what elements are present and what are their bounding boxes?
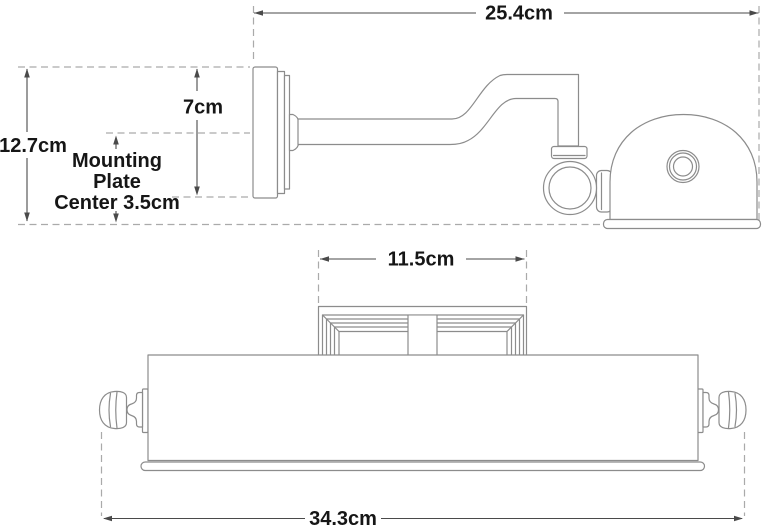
- arrow-right-icon: [734, 515, 743, 522]
- mounting-note-line-2: Plate: [93, 171, 141, 193]
- finial-detail-line: [115, 391, 118, 429]
- arm-hub: [288, 113, 300, 152]
- wall-backplate: [252, 66, 279, 199]
- dim-backplate-width: 11.5cm: [320, 249, 525, 271]
- shade-bottom-trim: [140, 461, 706, 472]
- finial-left: [98, 388, 149, 434]
- mounting-plate-center-note: Mounting Plate Center 3.5cm: [54, 135, 180, 223]
- side-view: 25.4cm 12.7cm 7cm Mounting Plate Cente: [0, 3, 762, 230]
- arrow-up-icon: [24, 68, 30, 78]
- mounting-arm: [297, 73, 580, 147]
- finial-neck: [126, 391, 144, 428]
- fixture-side-profile: [252, 66, 762, 230]
- backplate-step-outer: [276, 70, 286, 195]
- dim-label-backplate-width: 11.5cm: [388, 249, 455, 271]
- dome-knob-inner: [672, 156, 694, 177]
- front-view: 11.5cm 34.3cm: [98, 249, 747, 530]
- arrow-down-icon: [113, 213, 119, 223]
- arrow-down-icon: [24, 212, 30, 222]
- mounting-note-line-3: Center 3.5cm: [54, 192, 180, 214]
- dim-backplate-height: 7cm: [183, 68, 223, 196]
- molding-miter-left: [321, 314, 340, 333]
- arrow-right-icon: [749, 10, 759, 16]
- molding-miter-right: [506, 314, 525, 333]
- dome-knob-mid: [668, 152, 698, 181]
- arrow-left-icon: [320, 256, 329, 262]
- shade-front: [147, 354, 699, 462]
- dome-knob-outer: [666, 149, 700, 184]
- finial-knob: [98, 390, 128, 430]
- shade-base-rim: [602, 218, 762, 230]
- backplate-molding-1: [321, 314, 525, 359]
- stem-fill: [408, 315, 437, 358]
- swivel-ring-inner: [548, 166, 592, 210]
- dim-overall-width: 34.3cm: [103, 508, 743, 530]
- swivel-ring-outer: [542, 160, 598, 216]
- backplate-step-inner: [283, 74, 291, 190]
- dim-label-overall-depth: 25.4cm: [485, 3, 553, 25]
- dim-label-backplate-height: 7cm: [183, 97, 223, 119]
- finial-flange: [141, 388, 149, 434]
- fixture-front-profile: [98, 305, 747, 472]
- arrow-up-icon: [113, 135, 119, 145]
- arrow-left-icon: [103, 515, 112, 522]
- finial-detail-line: [108, 392, 112, 428]
- dim-overall-height: 12.7cm: [0, 68, 67, 222]
- arrow-up-icon: [194, 68, 200, 78]
- arrow-left-icon: [254, 10, 263, 16]
- mounting-note-line-1: Mounting: [72, 150, 162, 172]
- finial-right: [696, 388, 747, 434]
- dim-label-overall-width: 34.3cm: [309, 508, 377, 530]
- arrow-down-icon: [194, 186, 200, 196]
- swivel-collar: [550, 145, 588, 160]
- arrow-right-icon: [515, 256, 525, 262]
- dim-overall-depth: 25.4cm: [254, 3, 759, 25]
- dim-label-overall-height: 12.7cm: [0, 135, 67, 157]
